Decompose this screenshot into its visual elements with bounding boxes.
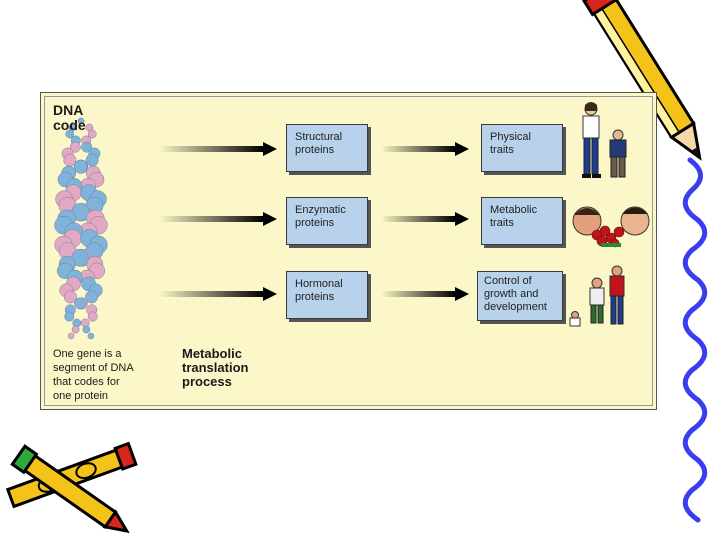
- dna-bead: [71, 325, 80, 334]
- arrow-dna-hormonal: [159, 287, 277, 301]
- squiggle-border-icon: [682, 157, 708, 523]
- metabolic-traits-label: Metabolic traits: [490, 204, 538, 229]
- physical-traits-box: Physical traits: [481, 124, 563, 172]
- growth-figures-icon: [569, 265, 625, 327]
- gene-caption: One gene is a segment of DNA that codes …: [53, 348, 134, 402]
- dna-bead: [69, 141, 81, 153]
- process-label: Metabolic translation process: [182, 346, 249, 389]
- dna-bead: [63, 290, 77, 304]
- diagram-panel: DNA code One gene is a segment of DNA th…: [40, 92, 657, 410]
- dna-strand-icon: [54, 117, 108, 340]
- dna-code-label: DNA code: [53, 102, 86, 133]
- physical-traits-label: Physical traits: [490, 131, 531, 156]
- arrow-dna-enzymatic: [159, 212, 277, 226]
- dna-bead: [65, 129, 75, 139]
- arrow-structural-physical: [381, 142, 469, 156]
- dna-bead: [87, 332, 95, 340]
- enzymatic-proteins-box: Enzymatic proteins: [286, 197, 368, 245]
- hormonal-proteins-box: Hormonal proteins: [286, 271, 368, 319]
- dna-bead: [74, 297, 87, 310]
- dna-bead: [87, 129, 97, 139]
- enzymatic-proteins-label: Enzymatic proteins: [295, 204, 346, 229]
- woman-figure-icon: [582, 102, 601, 178]
- hormonal-proteins-label: Hormonal proteins: [295, 278, 343, 303]
- dna-bead: [85, 290, 99, 304]
- dna-bead: [77, 117, 85, 125]
- faces-flowers-icon: [572, 206, 650, 248]
- growth-development-box: Control of growth and development: [477, 271, 563, 321]
- arrow-dna-structural: [159, 142, 277, 156]
- structural-proteins-box: Structural proteins: [286, 124, 368, 172]
- structural-proteins-label: Structural proteins: [295, 131, 343, 156]
- dna-bead: [87, 311, 98, 322]
- pencil-icon: [582, 0, 702, 161]
- dna-bead: [67, 332, 75, 340]
- crossed-pencils-icon: [5, 441, 138, 534]
- dna-bead: [64, 311, 75, 322]
- arrow-enzymatic-metabolic: [381, 212, 469, 226]
- dna-bead: [81, 141, 93, 153]
- dna-bead: [82, 325, 91, 334]
- short-man-figure-icon: [609, 129, 627, 178]
- dna-bead: [73, 159, 88, 174]
- metabolic-traits-box: Metabolic traits: [481, 197, 563, 245]
- arrow-hormonal-growth: [381, 287, 469, 301]
- growth-development-label: Control of growth and development: [484, 275, 547, 313]
